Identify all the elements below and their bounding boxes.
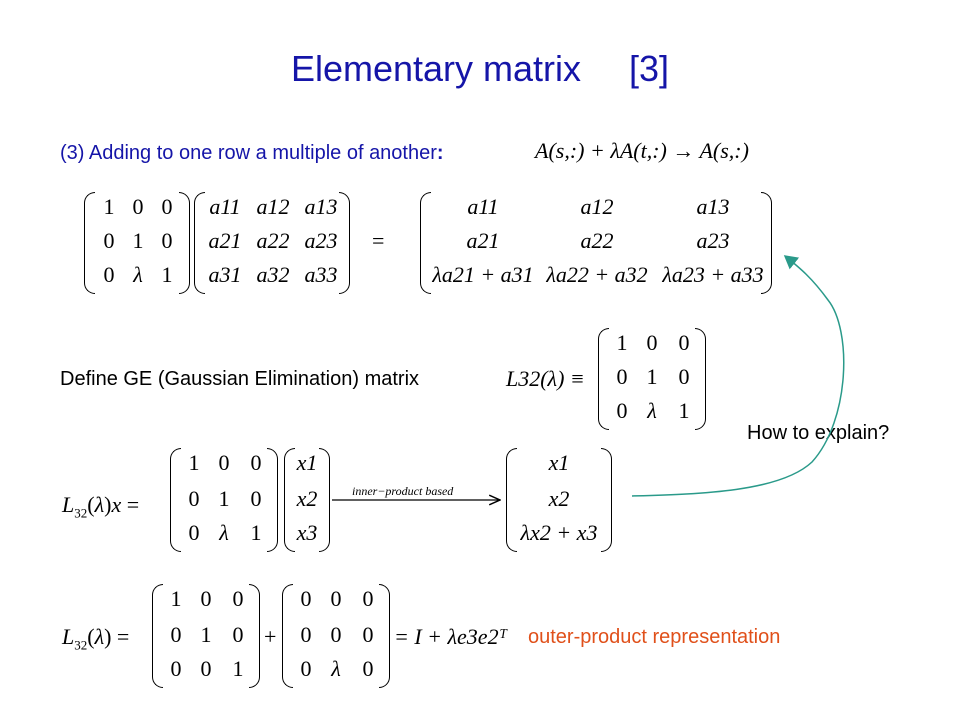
matrix-cell: 1 — [200, 622, 212, 647]
section3-label: (3) Adding to one row a multiple of anot… — [60, 142, 444, 165]
matrix-cell: a11 — [467, 194, 499, 219]
matrix-cell: λ — [331, 656, 341, 681]
matrix-cell: 0 — [362, 656, 374, 681]
row3-lhs: L32(λ)x = — [62, 492, 140, 521]
matrix-cell: 0 — [218, 450, 230, 475]
matrix-cell: 0 — [161, 228, 173, 253]
matrix-cell: x2 — [548, 486, 570, 511]
matrix-cell: λa22 + a32 — [546, 262, 648, 287]
define-lhs: L32(λ) ≡ — [506, 366, 585, 391]
section3-colon: : — [436, 142, 444, 164]
matrix-L-2: 1 0 0 0 1 0 0 λ 1 — [598, 328, 706, 430]
row4-lhs: L32(λ) = — [62, 624, 130, 653]
matrix-L-3: 1 0 0 0 1 0 0 λ 1 — [170, 448, 278, 552]
matrix-cell: λ — [219, 520, 229, 545]
matrix-cell: 0 — [330, 622, 342, 647]
matrix-cell: λ — [647, 398, 657, 423]
matrix-cell: 0 — [330, 586, 342, 611]
title-number: [3] — [629, 48, 670, 89]
matrix-cell: a11 — [209, 194, 241, 219]
matrix-cell: a13 — [696, 194, 730, 219]
equals-sign: = — [372, 228, 385, 253]
matrix-cell: 0 — [161, 194, 173, 219]
matrix-cell: 0 — [616, 364, 628, 389]
matrix-cell: a31 — [208, 262, 242, 287]
matrix-cell: 1 — [170, 586, 182, 611]
matrix-cell: 0 — [616, 398, 628, 423]
matrix-cell: a12 — [580, 194, 614, 219]
matrix-cell: x3 — [296, 520, 318, 545]
section3-label-text: (3) Adding to one row a multiple of anot… — [60, 142, 437, 164]
plus-sign: + — [264, 624, 277, 649]
matrix-cell: 1 — [232, 656, 244, 681]
matrix-cell: 0 — [232, 586, 244, 611]
matrix-cell: a32 — [256, 262, 290, 287]
matrix-cell: 1 — [678, 398, 690, 423]
matrix-cell: 1 — [218, 486, 230, 511]
matrix-cell: 0 — [300, 622, 312, 647]
matrix-cell: 1 — [188, 450, 200, 475]
matrix-cell: 0 — [132, 194, 144, 219]
matrix-cell: 0 — [362, 586, 374, 611]
matrix-cell: 0 — [250, 450, 262, 475]
matrix-L-1: 1 0 0 0 1 0 0 λ 1 — [84, 192, 190, 294]
inner-product-label: inner−product based — [352, 484, 454, 498]
matrix-cell: 0 — [232, 622, 244, 647]
matrix-cell: 0 — [103, 262, 115, 287]
matrix-cell: 0 — [170, 656, 182, 681]
matrix-cell: 1 — [616, 330, 628, 355]
matrix-cell: x1 — [296, 450, 318, 475]
vector-x-result: x1 x2 λx2 + x3 — [506, 448, 612, 552]
matrix-I: 1 0 0 0 1 0 0 0 1 — [152, 584, 260, 688]
matrix-cell: 0 — [188, 486, 200, 511]
matrix-cell: a33 — [304, 262, 338, 287]
matrix-cell: x1 — [548, 450, 570, 475]
how-to-explain: How to explain? — [747, 422, 890, 444]
define-text: Define GE (Gaussian Elimination) matrix — [60, 368, 420, 390]
matrix-cell: x2 — [296, 486, 318, 511]
matrix-cell: 0 — [170, 622, 182, 647]
matrix-cell: 1 — [646, 364, 658, 389]
matrix-cell: 0 — [646, 330, 658, 355]
matrix-cell: a21 — [466, 228, 500, 253]
section3-formula: A(s,:) + λA(t,:) → A(s,:) — [535, 138, 749, 163]
matrix-cell: a21 — [208, 228, 242, 253]
matrix-cell: λx2 + x3 — [520, 520, 598, 545]
matrix-cell: a13 — [304, 194, 338, 219]
outer-rhs: = I + λe3e2ᵀ — [394, 624, 508, 649]
matrix-E: 0 0 0 0 0 0 0 λ 0 — [282, 584, 390, 688]
matrix-cell: 0 — [200, 586, 212, 611]
matrix-result: a11 a12 a13 a21 a22 a23 λa21 + a31 λa22 … — [420, 192, 772, 294]
matrix-cell: λ — [133, 262, 143, 287]
explain-curve-arrow — [631, 255, 845, 497]
matrix-cell: 1 — [132, 228, 144, 253]
matrix-cell: 0 — [188, 520, 200, 545]
matrix-cell: 0 — [103, 228, 115, 253]
matrix-cell: a22 — [580, 228, 614, 253]
matrix-cell: a23 — [304, 228, 338, 253]
matrix-cell: 0 — [200, 656, 212, 681]
matrix-cell: 0 — [678, 364, 690, 389]
matrix-cell: a23 — [696, 228, 730, 253]
matrix-cell: a12 — [256, 194, 290, 219]
slide-title: Elementary matrix [3] — [0, 48, 960, 90]
vector-x: x1 x2 x3 — [284, 448, 330, 552]
matrix-cell: λa23 + a33 — [662, 262, 764, 287]
matrix-cell: 0 — [300, 586, 312, 611]
matrix-cell: 1 — [161, 262, 173, 287]
outer-product-label: outer-product representation — [528, 626, 781, 648]
matrix-cell: 0 — [250, 486, 262, 511]
matrix-cell: 0 — [678, 330, 690, 355]
matrix-cell: 0 — [362, 622, 374, 647]
matrix-cell: a22 — [256, 228, 290, 253]
matrix-cell: λa21 + a31 — [432, 262, 534, 287]
matrix-cell: 1 — [250, 520, 262, 545]
matrix-A: a11 a12 a13 a21 a22 a23 a31 a32 a33 — [194, 192, 350, 294]
matrix-cell: 0 — [300, 656, 312, 681]
title-text: Elementary matrix — [290, 48, 582, 89]
matrix-cell: 1 — [103, 194, 115, 219]
